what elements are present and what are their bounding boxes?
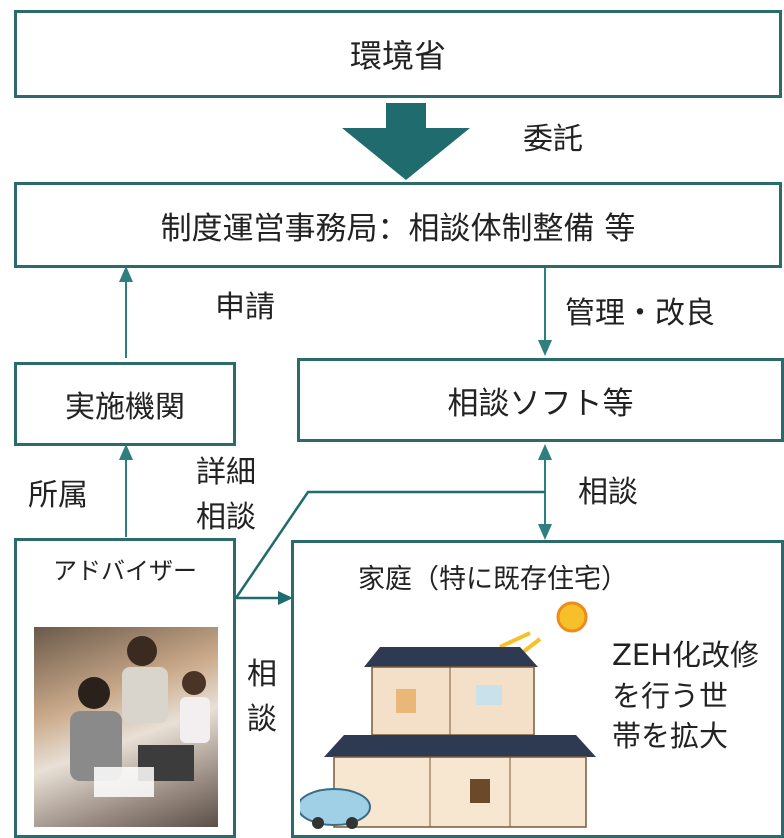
consult-vertical-char-2: 談 — [247, 702, 277, 737]
moe-box: 環境省 — [14, 10, 782, 98]
detail-consult-line-1: 詳細 — [196, 455, 256, 490]
consult-vertical-label: 相 談 — [247, 652, 277, 742]
secretariat-label: 制度運営事務局：相談体制整備 等 — [160, 210, 636, 247]
zeh-line-3: 帯を拡大 — [612, 719, 729, 754]
adviser-label: アドバイザー — [53, 557, 197, 585]
software-box: 相談ソフト等 — [297, 358, 784, 442]
zeh-label: ZEH化改修 を行う世 帯を拡大 — [612, 635, 759, 757]
adviser-household-arrowhead — [278, 591, 293, 605]
consult-vertical-char-1: 相 — [247, 657, 277, 692]
household-box: 家庭（特に既存住宅） ZEH化改修 を行う世 帯を拡大 — [291, 540, 784, 838]
zeh-line-1: ZEH化改修 — [612, 638, 759, 672]
secretariat-box: 制度運営事務局：相談体制整備 等 — [14, 182, 782, 268]
affiliation-arrowhead — [119, 444, 133, 460]
entrust-label: 委託 — [523, 122, 583, 157]
house-illustration — [300, 601, 596, 829]
manage-label: 管理・改良 — [565, 296, 715, 331]
affiliation-label: 所属 — [28, 478, 88, 513]
manage-arrowhead — [538, 340, 552, 356]
sun-icon — [556, 601, 588, 633]
consult-label: 相談 — [578, 475, 638, 510]
household-label: 家庭（特に既存住宅） — [358, 564, 628, 595]
zeh-line-2: を行う世 — [612, 678, 729, 713]
adviser-box: アドバイザー — [14, 538, 236, 838]
adviser-photo-art — [70, 636, 210, 797]
detail-consult-line — [234, 490, 545, 599]
apply-arrowhead — [119, 266, 133, 282]
adviser-photo — [34, 627, 218, 827]
implementing-body-label: 実施機関 — [65, 390, 185, 425]
car-icon — [300, 788, 371, 826]
consult-arrowhead-up — [538, 444, 552, 460]
detail-consult-line-2: 相談 — [196, 500, 256, 535]
software-label: 相談ソフト等 — [447, 385, 634, 422]
moe-label: 環境省 — [349, 37, 446, 75]
consult-arrowhead-down — [538, 524, 552, 540]
detail-consult-label: 詳細 相談 — [196, 450, 256, 540]
apply-label: 申請 — [215, 290, 275, 325]
implementing-body-box: 実施機関 — [14, 362, 236, 446]
entrust-arrow — [342, 103, 470, 180]
